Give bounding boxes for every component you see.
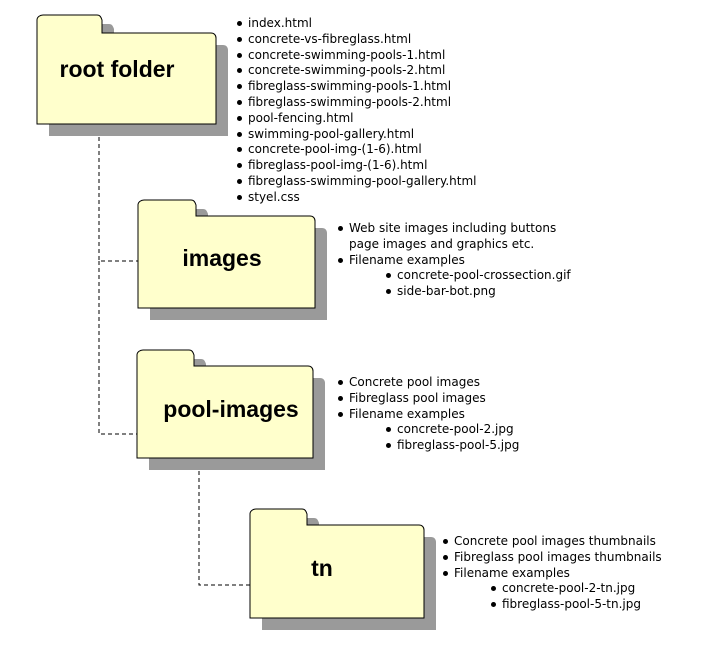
list-item: Concrete pool images bbox=[337, 375, 519, 391]
pool-images-notes: Concrete pool images Fibreglass pool ima… bbox=[337, 375, 519, 454]
list-item: Fibreglass pool images thumbnails bbox=[442, 550, 662, 566]
images-notes: Web site images including buttons page i… bbox=[337, 221, 581, 300]
folder-icon-root[interactable]: root folder bbox=[36, 14, 228, 136]
root-file-list: index.html concrete-vs-fibreglass.html c… bbox=[236, 16, 477, 206]
list-item: Filename examples bbox=[337, 253, 581, 269]
list-item: pool-fencing.html bbox=[236, 111, 477, 127]
folder-icon-tn[interactable]: tn bbox=[249, 508, 436, 630]
list-item: fibreglass-pool-5.jpg bbox=[385, 438, 519, 454]
list-item: swimming-pool-gallery.html bbox=[236, 127, 477, 143]
connector-root-to-images bbox=[98, 123, 138, 262]
list-item: styel.css bbox=[236, 190, 477, 206]
folder-label-root: root folder bbox=[60, 56, 175, 82]
connector-root-to-pool-images bbox=[98, 261, 137, 435]
list-item: concrete-vs-fibreglass.html bbox=[236, 32, 477, 48]
list-item: Filename examples bbox=[337, 407, 519, 423]
folder-icon-images[interactable]: images bbox=[137, 199, 327, 320]
list-item: concrete-pool-2.jpg bbox=[385, 422, 519, 438]
list-item: fibreglass-swimming-pools-2.html bbox=[236, 95, 477, 111]
list-item: Concrete pool images thumbnails bbox=[442, 534, 662, 550]
list-item: fibreglass-pool-img-(1-6).html bbox=[236, 158, 477, 174]
list-item: fibreglass-swimming-pool-gallery.html bbox=[236, 174, 477, 190]
folder-label-tn: tn bbox=[311, 555, 333, 581]
list-item: concrete-swimming-pools-2.html bbox=[236, 63, 477, 79]
list-item: fibreglass-pool-5-tn.jpg bbox=[490, 597, 662, 613]
list-item: concrete-swimming-pools-1.html bbox=[236, 48, 477, 64]
folder-label-pool-images: pool-images bbox=[163, 396, 298, 422]
tree-connectors bbox=[98, 123, 250, 586]
list-item: side-bar-bot.png bbox=[385, 284, 581, 300]
list-item: Web site images including buttons page i… bbox=[337, 221, 581, 253]
list-item: fibreglass-swimming-pools-1.html bbox=[236, 79, 477, 95]
list-item: concrete-pool-crossection.gif bbox=[385, 268, 581, 284]
tn-notes: Concrete pool images thumbnails Fibregla… bbox=[442, 534, 662, 613]
folder-label-images: images bbox=[182, 245, 261, 271]
list-item: concrete-pool-2-tn.jpg bbox=[490, 581, 662, 597]
folder-icon-pool-images[interactable]: pool-images bbox=[136, 349, 325, 470]
connector-pool-images-to-tn bbox=[198, 464, 250, 586]
list-item: concrete-pool-img-(1-6).html bbox=[236, 142, 477, 158]
list-item: index.html bbox=[236, 16, 477, 32]
list-item: Filename examples bbox=[442, 566, 662, 582]
list-item: Fibreglass pool images bbox=[337, 391, 519, 407]
